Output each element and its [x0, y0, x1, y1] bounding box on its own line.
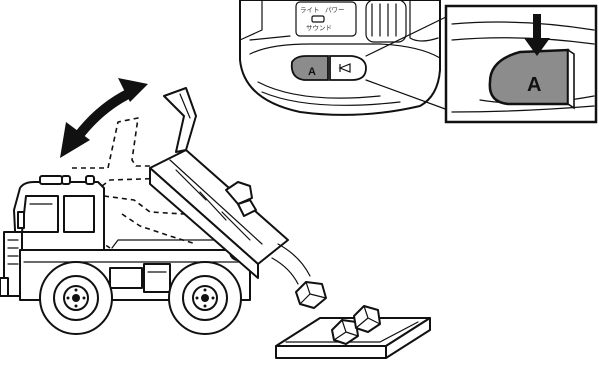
- control-panel-closeup: ライト パワー サウンド A: [240, 0, 448, 115]
- svg-text:A: A: [527, 74, 541, 96]
- rock-tray: [276, 306, 430, 358]
- power-label: パワー: [325, 6, 345, 14]
- sound-label: サウンド: [306, 24, 332, 32]
- rear-wheel: [169, 262, 241, 334]
- falling-rock: [296, 282, 326, 308]
- svg-text:A: A: [308, 66, 316, 78]
- front-wheel: [40, 262, 112, 334]
- power-switch[interactable]: [312, 16, 324, 22]
- a-button-zoomed[interactable]: A: [490, 50, 574, 108]
- zoom-inset: A: [446, 6, 596, 122]
- light-label: ライト: [300, 6, 320, 14]
- dump-truck: [0, 88, 326, 334]
- a-button[interactable]: A: [292, 56, 328, 80]
- horn-button[interactable]: [330, 56, 366, 80]
